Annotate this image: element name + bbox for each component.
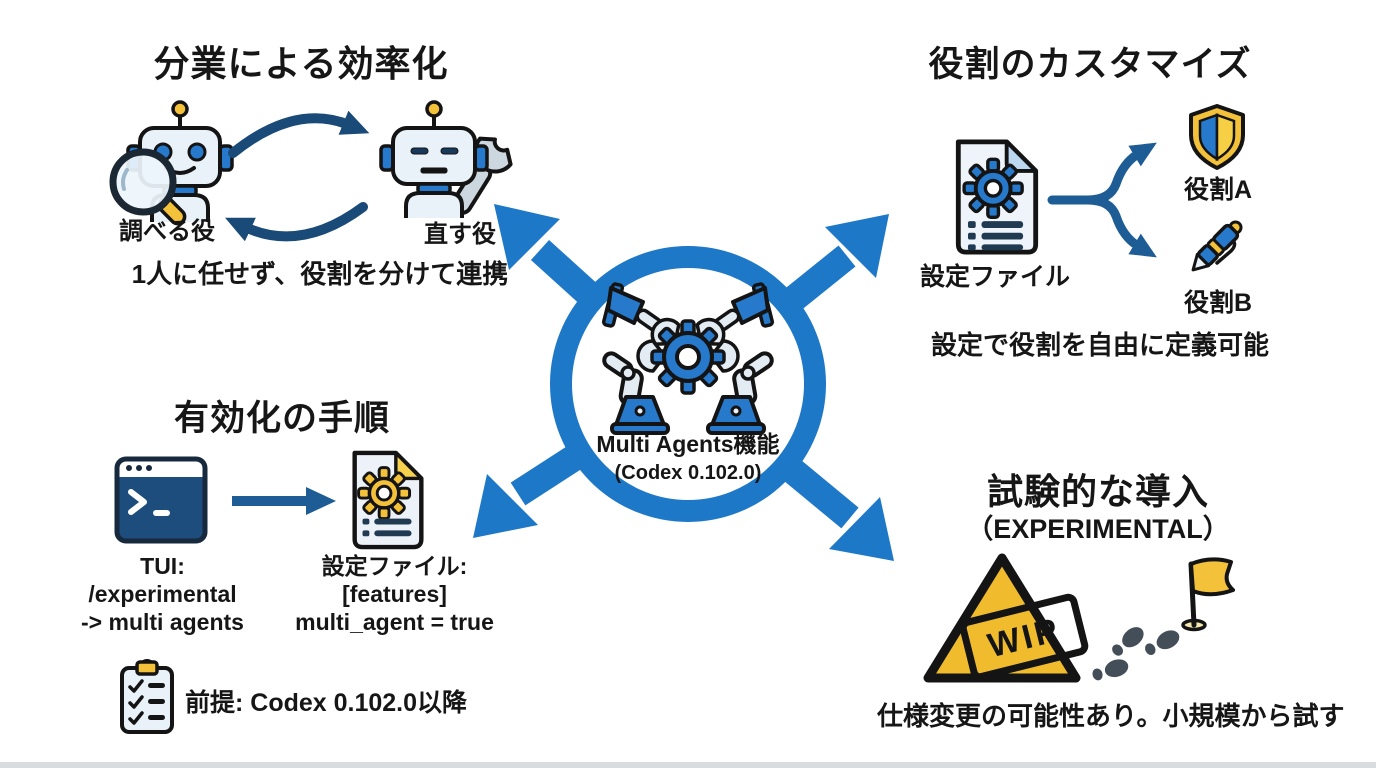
hub-subtitle: (Codex 0.102.0) [614, 462, 762, 484]
role-b-label: 役割B [1183, 289, 1253, 317]
cycle-arrows-icon [225, 110, 370, 242]
robot-fixer-icon [379, 100, 513, 218]
arrow-top-left [494, 204, 560, 270]
role-a-label: 役割A [1183, 176, 1253, 204]
customize-caption: 設定で役割を自由に定義可能 [930, 330, 1269, 360]
magnifier-glass-icon [109, 148, 177, 216]
right-arrow-icon [232, 487, 336, 515]
terminal-icon [114, 456, 208, 544]
experimental-title: 試験的な導入 [986, 471, 1209, 512]
robot-arms-icon [601, 278, 773, 435]
branch-arrows-icon [1047, 142, 1157, 258]
flag-icon [1181, 557, 1235, 632]
bottom-edge [0, 762, 1376, 768]
config-step-line-3: multi_agent = true [295, 609, 494, 635]
config-file-label: 設定ファイル [919, 263, 1070, 291]
prerequisite-label: 前提: Codex 0.102.0以降 [185, 689, 468, 717]
fixer-role-label: 直す役 [424, 221, 496, 248]
config-step-line-2: [features] [342, 581, 447, 607]
top-left-arm [601, 282, 686, 352]
hub-title: Multi Agents機能 [596, 431, 780, 457]
gear-icon [357, 466, 412, 521]
customize-title: 役割のカスタマイズ [928, 45, 1252, 84]
tui-step-line-2: /experimental [88, 581, 237, 607]
enable-title: 有効化の手順 [173, 399, 390, 438]
arrow-top-right [825, 214, 889, 278]
shield-icon [1189, 104, 1245, 170]
warning-triangle-icon: WIP [923, 553, 1089, 683]
robot-researcher-icon [109, 100, 234, 226]
config-file-icon [955, 139, 1039, 255]
division-caption: 1人に任せず、役割を分けて連携 [131, 259, 509, 289]
gear-icon [650, 319, 726, 395]
config-file-yellow-icon [352, 450, 424, 550]
experimental-caption: 仕様変更の可能性あり。小規模から試す [877, 701, 1345, 731]
prompt-chevron [128, 489, 147, 515]
experimental-subtitle: （EXPERIMENTAL） [966, 514, 1230, 544]
division-title: 分業による効率化 [153, 43, 449, 84]
config-step-line-1: 設定ファイル: [321, 553, 468, 579]
bottom-left-arm [602, 339, 670, 435]
arrow-bottom-left [473, 474, 538, 538]
clipboard-icon [120, 659, 174, 734]
pen-icon [1191, 220, 1243, 272]
tui-step-line-1: TUI: [140, 553, 185, 579]
arrow-bottom-right [829, 497, 894, 561]
gear-icon [962, 157, 1024, 220]
researcher-role-label: 調べる役 [119, 218, 215, 245]
footprints-icon [1090, 622, 1183, 685]
tui-step-line-3: -> multi agents [81, 609, 244, 635]
